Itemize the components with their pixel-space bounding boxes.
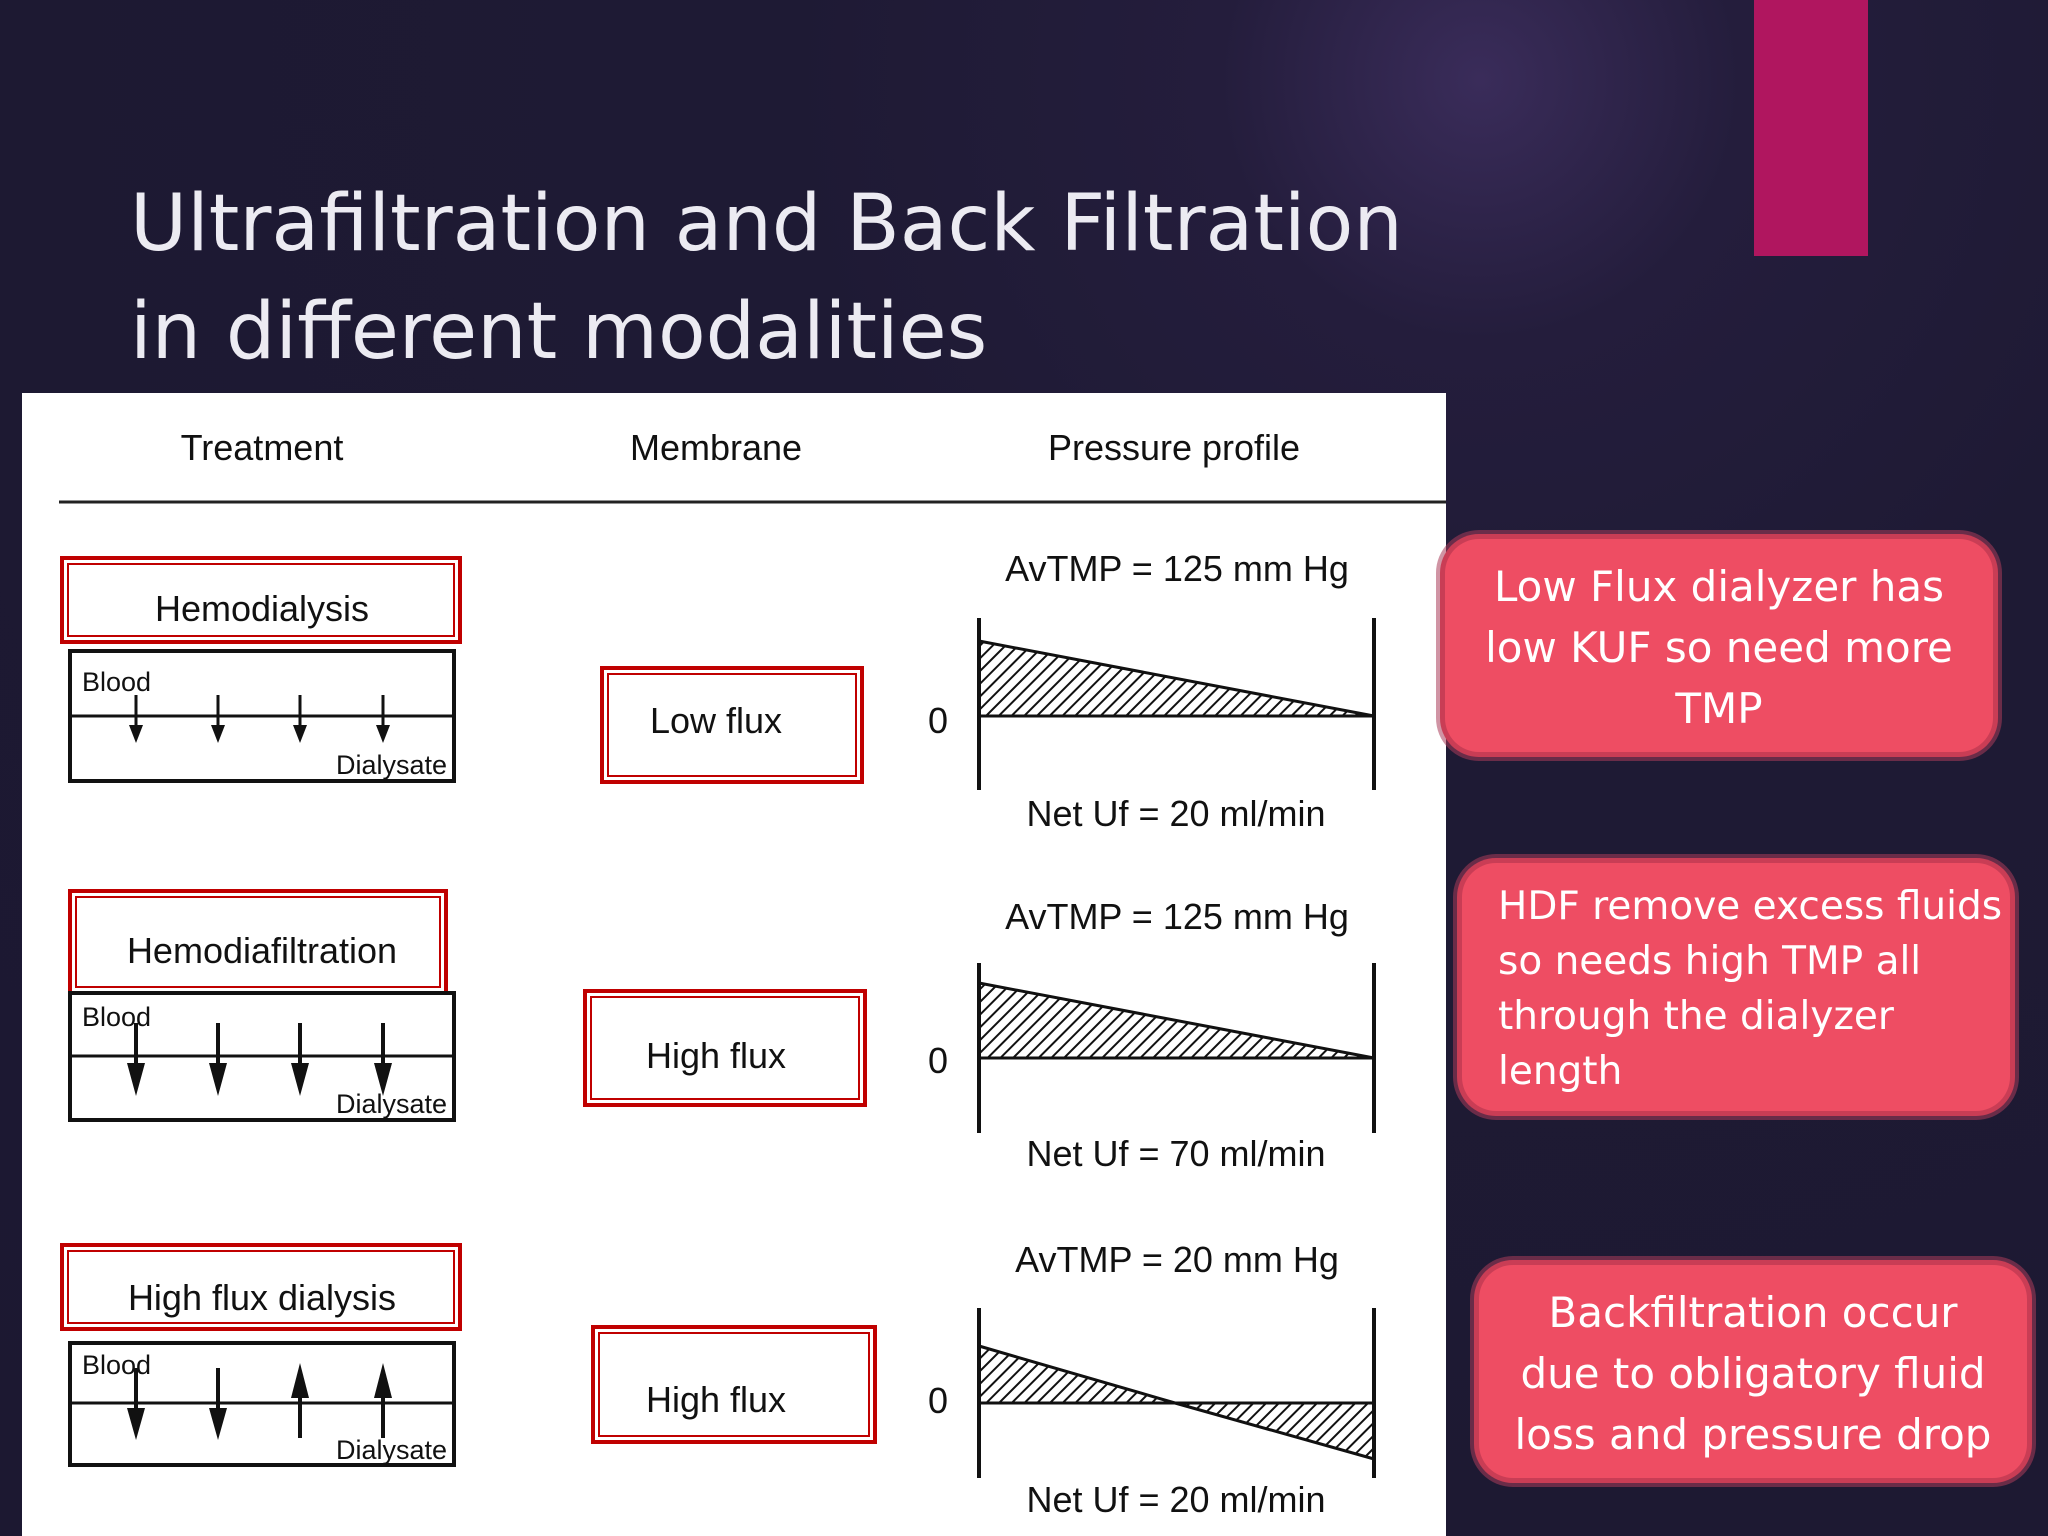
callout-hdf: HDF remove excess fluids so needs high T…	[1462, 863, 2010, 1111]
pressure-profile-plot	[977, 618, 1376, 790]
net-uf-label: Net Uf = 20 ml/min	[1026, 1479, 1325, 1520]
callout-low-flux: Low Flux dialyzer has low KUF so need mo…	[1445, 539, 1993, 752]
callout-line: TMP	[1675, 684, 1763, 733]
callout-line: due to obligatory fluid	[1520, 1349, 1986, 1398]
flow-arrows-down	[127, 1023, 392, 1096]
slide-title: Ultrafiltration and Back Filtration in d…	[130, 170, 1430, 386]
blood-label: Blood	[82, 1350, 151, 1380]
callout-line: low KUF so need more	[1485, 623, 1953, 672]
pressure-profile-plot	[977, 963, 1376, 1133]
accent-bar	[1754, 0, 1868, 256]
avtmp-label: AvTMP = 20 mm Hg	[1015, 1239, 1339, 1280]
membrane-label: Low flux	[650, 700, 782, 741]
avtmp-label: AvTMP = 125 mm Hg	[1005, 548, 1349, 589]
treatment-label: High flux dialysis	[128, 1277, 396, 1318]
callout-line: loss and pressure drop	[1514, 1410, 1992, 1459]
row-high-flux-dialysis: High flux dialysis Blood Dialysate High …	[60, 1239, 1376, 1520]
membrane-label: High flux	[646, 1379, 786, 1420]
modality-comparison-figure: Treatment Membrane Pressure profile Hemo…	[22, 393, 1446, 1536]
membrane-highlight-box	[591, 1325, 877, 1444]
blood-label: Blood	[82, 1002, 151, 1032]
dialysate-label: Dialysate	[336, 750, 447, 780]
net-uf-label: Net Uf = 70 ml/min	[1026, 1133, 1325, 1174]
row-hemodiafiltration: Hemodiafiltration Blood Dialysate High f…	[68, 889, 1376, 1174]
zero-label: 0	[928, 1380, 948, 1421]
callout-line: HDF remove excess fluids	[1498, 884, 2003, 929]
flow-arrows-down	[129, 695, 390, 743]
header-membrane: Membrane	[630, 427, 802, 468]
flow-arrows-mixed	[127, 1363, 392, 1440]
treatment-highlight-box	[60, 1243, 462, 1331]
callout-line: so needs high TMP all	[1498, 939, 1922, 984]
treatment-highlight-box	[60, 556, 462, 644]
avtmp-label: AvTMP = 125 mm Hg	[1005, 896, 1349, 937]
blood-label: Blood	[82, 667, 151, 697]
callout-line: length	[1498, 1049, 1623, 1094]
zero-label: 0	[928, 700, 948, 741]
slide-title-line-1: Ultrafiltration and Back Filtration	[130, 179, 1403, 270]
pressure-profile-plot	[977, 1308, 1376, 1478]
zero-label: 0	[928, 1040, 948, 1081]
callout-line: through the dialyzer	[1498, 994, 1894, 1039]
callout-line: Backfiltration occur	[1548, 1288, 1958, 1337]
dialysate-label: Dialysate	[336, 1435, 447, 1465]
header-pressure-profile: Pressure profile	[1048, 427, 1300, 468]
dialysate-label: Dialysate	[336, 1089, 447, 1119]
membrane-label: High flux	[646, 1035, 786, 1076]
membrane-highlight-box	[583, 989, 867, 1107]
treatment-label: Hemodiafiltration	[127, 930, 397, 971]
slide-title-line-2: in different modalities	[130, 287, 988, 378]
header-treatment: Treatment	[181, 427, 344, 468]
net-uf-label: Net Uf = 20 ml/min	[1026, 793, 1325, 834]
treatment-label: Hemodialysis	[155, 588, 369, 629]
callout-line: Low Flux dialyzer has	[1493, 562, 1945, 611]
membrane-highlight-box	[600, 666, 864, 784]
row-hemodialysis: Hemodialysis Blood Dialysate Low flux Av…	[60, 548, 1376, 834]
callout-backfiltration: Backfiltration occur due to obligatory f…	[1479, 1265, 2027, 1478]
